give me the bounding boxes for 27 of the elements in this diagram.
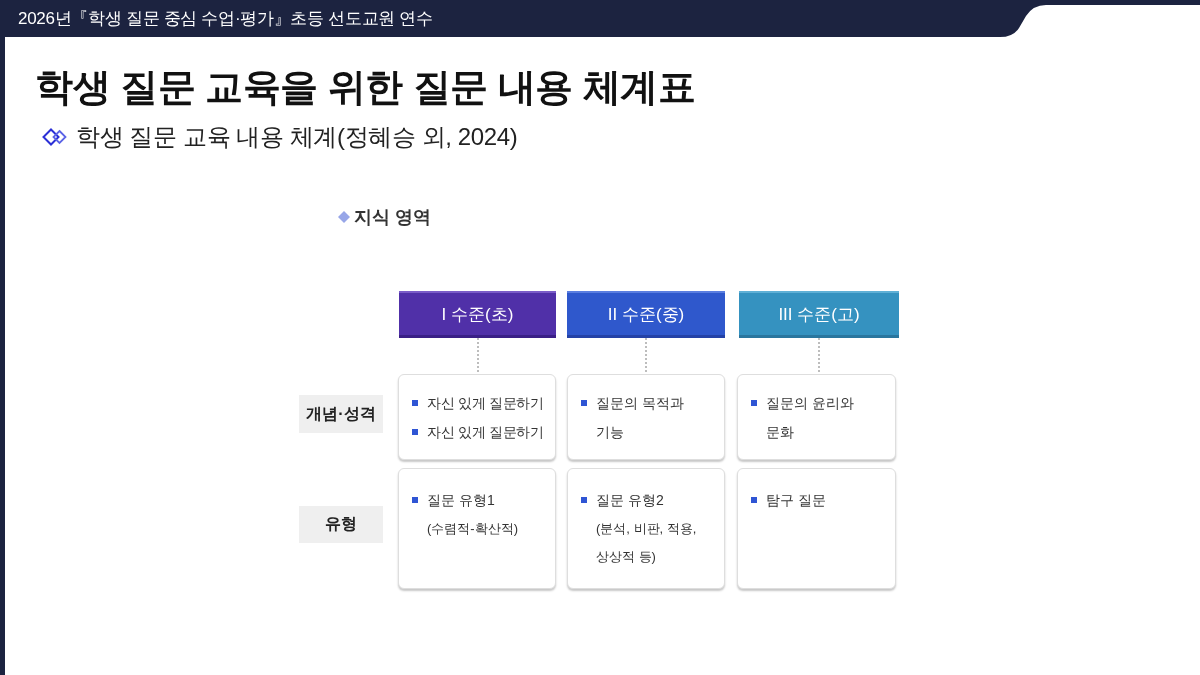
content-card bbox=[398, 468, 556, 589]
row-header: 개념·성격 bbox=[299, 395, 383, 433]
content-card bbox=[567, 374, 725, 460]
item-text: 탐구 질문 bbox=[766, 491, 827, 510]
level-header: III 수준(고) bbox=[739, 291, 899, 338]
row-header: 유형 bbox=[299, 506, 383, 543]
note-text: (수렴적-확산적) bbox=[427, 520, 519, 538]
dotted-connector bbox=[818, 337, 820, 375]
item-text: 질문 유형2 bbox=[596, 491, 665, 510]
banner-text: 2026년『학생 질문 중심 수업·평가』초등 선도교원 연수 bbox=[18, 8, 433, 30]
item-text: 질문의 윤리와 문화 bbox=[766, 394, 855, 442]
item-text: 자신 있게 질문하기 bbox=[427, 394, 544, 413]
subtitle-text: 학생 질문 교육 내용 체계(정혜승 외, 2024) bbox=[76, 122, 518, 152]
item-text: 질문 유형1 bbox=[427, 491, 496, 510]
content-card bbox=[567, 468, 725, 589]
note-text: (분석, 비판, 적용, 상상적 등) bbox=[596, 520, 698, 566]
dotted-connector bbox=[477, 337, 479, 375]
section-heading: 지식 영역 bbox=[354, 206, 431, 229]
dotted-connector bbox=[645, 337, 647, 375]
page-title: 학생 질문 교육을 위한 질문 내용 체계표 bbox=[35, 65, 696, 110]
item-text: 질문의 목적과 기능 bbox=[596, 394, 685, 442]
item-text: 자신 있게 질문하기 bbox=[427, 423, 544, 442]
level-header: II 수준(중) bbox=[567, 291, 725, 338]
content-card bbox=[737, 468, 896, 589]
level-header: I 수준(초) bbox=[399, 291, 556, 338]
content-card bbox=[737, 374, 896, 460]
content-card bbox=[398, 374, 556, 460]
